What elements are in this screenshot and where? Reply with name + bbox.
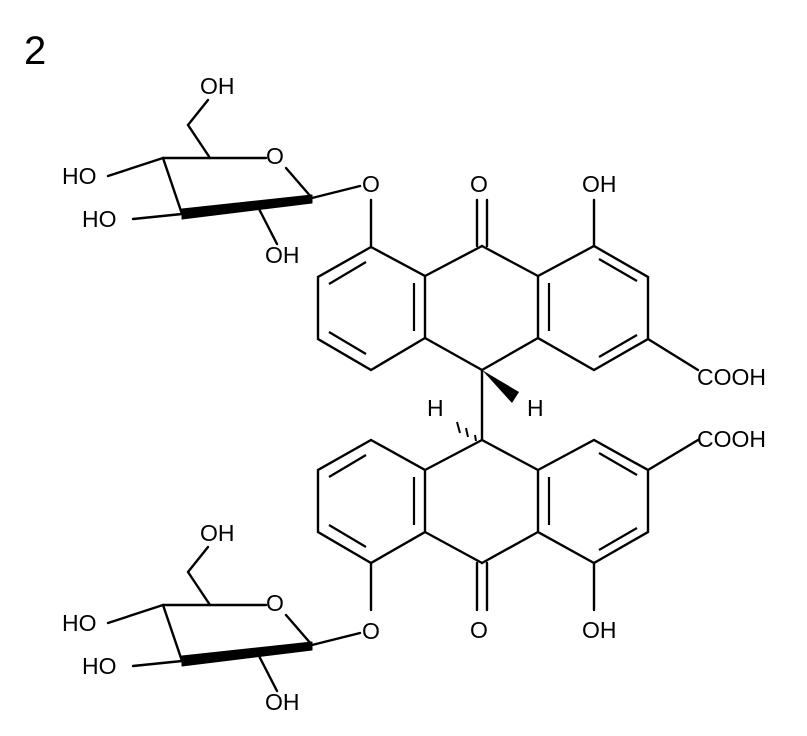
sugar-top-ch2oh: OH <box>200 73 235 99</box>
anthrone-top-peri-oh: OH <box>582 171 617 197</box>
sugar-top-ho-lower: HO <box>82 206 117 232</box>
anthrone-top-cooh: COOH <box>697 364 766 390</box>
sugar-top-ho-upper: HO <box>62 163 97 189</box>
sugar-bottom-oh-bottom: OH <box>265 689 300 715</box>
anthrone-top-h10: H <box>527 395 544 421</box>
sugar-top-oh-bottom: OH <box>265 242 300 268</box>
anthrone-unit-top: O OH COOH H <box>316 171 766 421</box>
sugar-bottom-ring-oxygen: O <box>266 590 284 616</box>
anthrone-bottom-h10: H <box>427 395 444 421</box>
sugar-bottom-linking-oxygen: O <box>362 618 380 644</box>
anthrone-bottom-peri-oh: OH <box>582 617 617 643</box>
anthrone-bottom-cooh: COOH <box>697 426 766 452</box>
sugar-top-linking-oxygen: O <box>362 171 380 197</box>
anthrone-top-keto-oxygen: O <box>470 171 488 197</box>
sugar-bottom-ho-lower: HO <box>82 653 117 679</box>
glucose-unit-bottom: OH O O HO HO OH <box>62 520 380 715</box>
sugar-bottom-ch2oh: OH <box>200 520 235 546</box>
panel-label: 2 <box>24 29 46 73</box>
sugar-bottom-ho-upper: HO <box>62 610 97 636</box>
anthrone-bottom-keto-oxygen: O <box>470 617 488 643</box>
glucose-unit-top: OH O O HO HO OH <box>62 73 380 268</box>
sugar-top-ring-oxygen: O <box>266 143 284 169</box>
anthrone-unit-bottom: H COOH O OH <box>316 395 766 643</box>
